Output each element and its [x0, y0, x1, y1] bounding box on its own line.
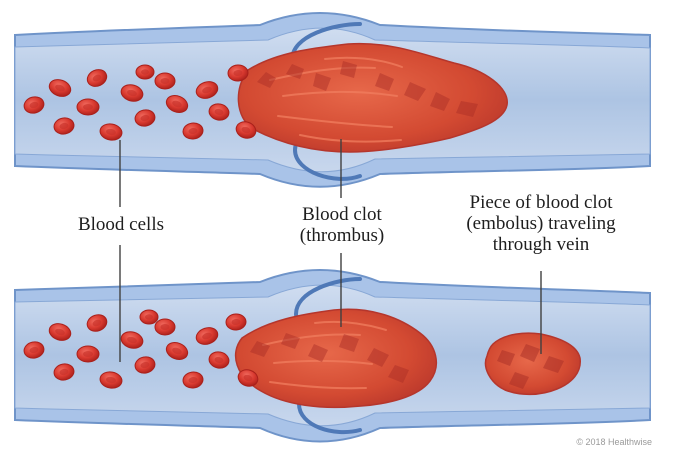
red-blood-cell	[155, 319, 175, 335]
blood-clot-label: Blood clot (thrombus)	[262, 204, 422, 246]
top-vein	[15, 13, 650, 187]
embolus-label-line-1: Piece of blood clot	[412, 192, 670, 213]
embolus-label-line-3: through vein	[412, 234, 670, 255]
embolus-label-line-2: (embolus) traveling	[412, 213, 670, 234]
red-blood-cell	[155, 73, 175, 89]
red-blood-cell	[77, 99, 99, 115]
blood-clot-label-line-2: (thrombus)	[262, 225, 422, 246]
blood-cells-label: Blood cells	[42, 214, 200, 235]
red-blood-cell	[136, 65, 154, 79]
bottom-vein	[15, 270, 650, 442]
embolus	[486, 333, 581, 394]
blood-clot-label-line-1: Blood clot	[262, 204, 422, 225]
embolus-label: Piece of blood clot (embolus) traveling …	[412, 192, 670, 255]
copyright-text: © 2018 Healthwise	[512, 437, 652, 447]
red-blood-cell	[77, 346, 99, 362]
blood-cells-label-text: Blood cells	[42, 214, 200, 235]
red-blood-cell	[140, 310, 158, 324]
